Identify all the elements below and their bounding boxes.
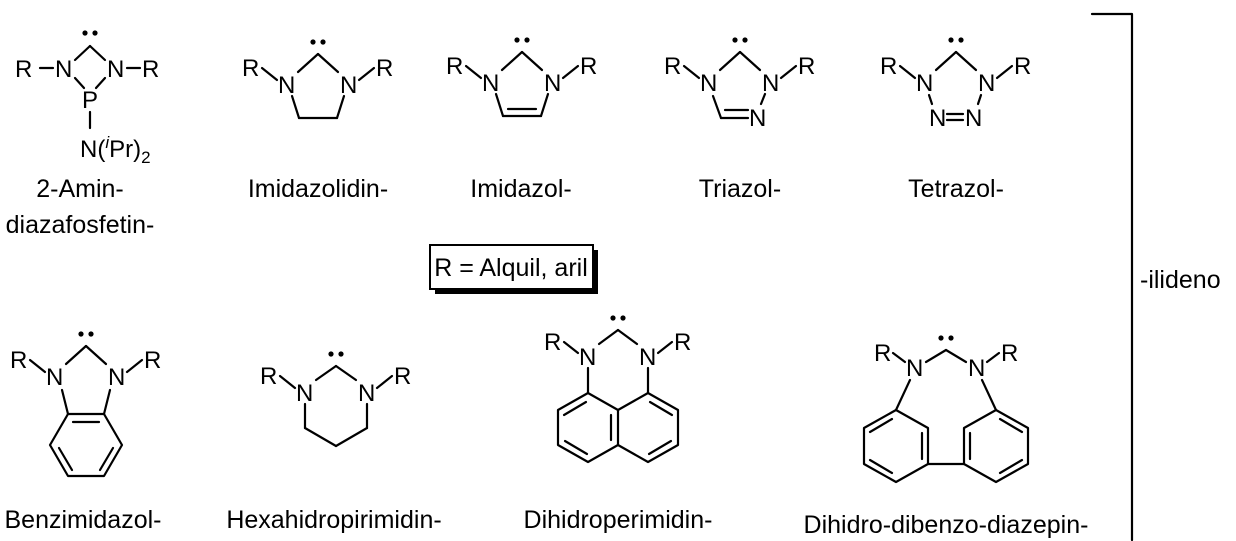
structure-label: 2-Amin- (36, 175, 124, 203)
atom-n: N (544, 70, 561, 97)
atom-n: N (916, 70, 933, 97)
atom-n: N (639, 344, 656, 371)
atom-n: N (107, 56, 124, 83)
atom-n: N (906, 355, 923, 382)
structure-label: Dihidroperimidin- (524, 506, 713, 534)
structure-hexahidropirimidin: R N N R Hexahidropirimidin- (226, 351, 442, 534)
structure-label: Dihidro-dibenzo-diazepin- (804, 511, 1089, 539)
structure-dihidrodibenzodiazepin: R N N R Dihidro-dibenzo-diazepin- (804, 335, 1089, 539)
amine-group: N(iPr)2 (80, 133, 151, 167)
atom-n: N (482, 70, 499, 97)
atom-r: R (1001, 340, 1018, 367)
atom-r: R (10, 347, 27, 374)
structure-tetrazol: R N N R N N Tetrazol- (880, 37, 1031, 203)
atom-r: R (394, 363, 411, 390)
structure-label: Imidazol- (470, 175, 571, 203)
atom-r: R (1014, 53, 1031, 80)
suffix-label: -ilideno (1140, 266, 1221, 294)
atom-r: R (544, 329, 561, 356)
atom-n: N (700, 70, 717, 97)
atom-n: N (55, 56, 72, 83)
ylidene-bracket: -ilideno (1090, 12, 1221, 541)
atom-n: N (978, 70, 995, 97)
structure-benzimidazol: R N N R Benzimidazol- (4, 331, 162, 534)
atom-n: N (278, 72, 295, 99)
atom-n: N (968, 355, 985, 382)
structure-label: Tetrazol- (908, 175, 1004, 203)
atom-n: N (108, 364, 125, 391)
structure-label: Imidazolidin- (248, 175, 388, 203)
atom-n: N (762, 70, 779, 97)
atom-r: R (446, 53, 463, 80)
atom-r: R (144, 347, 161, 374)
atom-r: R (376, 55, 393, 82)
structure-imidazol: R N N R Imidazol- (446, 37, 597, 203)
atom-r: R (15, 56, 32, 83)
structure-aminodiazafosfetin: R N N R P N(iPr)2 2-Amin- diazafosfetin- (6, 30, 159, 239)
atom-r: R (260, 363, 277, 390)
atom-r: R (242, 55, 259, 82)
structure-triazol: R N N R N Triazol- (664, 37, 815, 203)
substituent-key-box: R = Alquil, aril (429, 244, 598, 294)
structure-label: Hexahidropirimidin- (226, 506, 441, 534)
atom-r: R (798, 53, 815, 80)
atom-p: P (82, 87, 98, 114)
substituent-key-text: R = Alquil, aril (434, 254, 588, 282)
atom-n: N (358, 380, 375, 407)
atom-r: R (674, 329, 691, 356)
atom-r: R (664, 53, 681, 80)
structure-label: Benzimidazol- (4, 506, 161, 534)
atom-r: R (880, 53, 897, 80)
atom-n: N (965, 105, 982, 132)
structure-imidazolidin: R N N R Imidazolidin- (242, 39, 393, 203)
atom-r: R (580, 53, 597, 80)
atom-n: N (296, 380, 313, 407)
atom-n: N (340, 72, 357, 99)
atom-n: N (46, 364, 63, 391)
structure-label: Triazol- (699, 175, 781, 203)
atom-n: N (749, 105, 766, 132)
structure-label: diazafosfetin- (6, 211, 155, 239)
atom-r: R (142, 56, 159, 83)
atom-n: N (579, 344, 596, 371)
atom-n: N (929, 105, 946, 132)
structure-dihidroperimidin: R N N R Dihidroperimidin- (524, 315, 713, 534)
atom-r: R (874, 340, 891, 367)
